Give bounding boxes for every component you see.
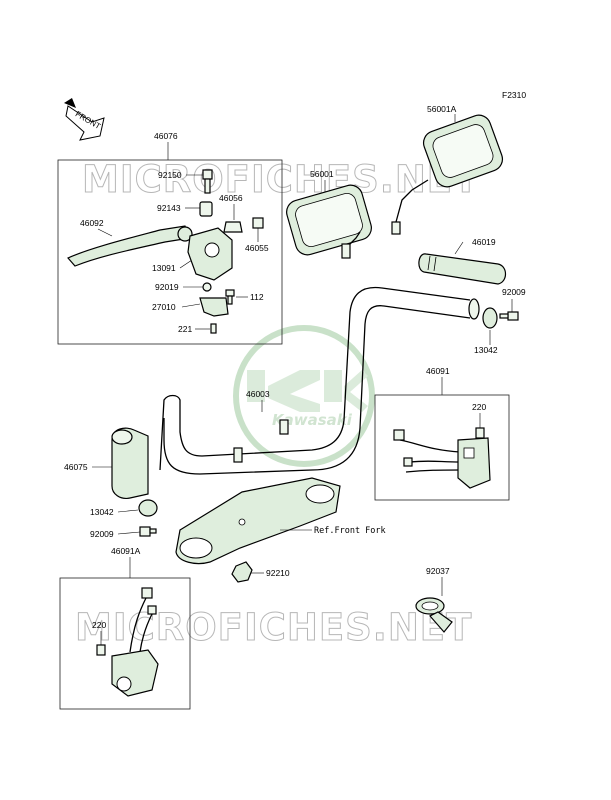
- label-13091: 13091: [152, 263, 176, 273]
- label-220-left: 220: [92, 620, 106, 630]
- label-13042-right: 13042: [474, 345, 498, 355]
- label-112: 112: [250, 292, 264, 302]
- screw-221: [210, 323, 217, 334]
- collar-92143: [199, 201, 213, 217]
- label-92150: 92150: [158, 170, 182, 180]
- brake-lever-46092: [67, 225, 191, 267]
- screw-220-left: [96, 644, 106, 656]
- label-221: 221: [178, 324, 192, 334]
- screw-112: [225, 289, 235, 305]
- label-92143: 92143: [157, 203, 181, 213]
- label-ref-front-fork: Ref.Front Fork: [314, 526, 386, 536]
- bolt-92150: [202, 169, 213, 194]
- label-92037: 92037: [426, 566, 450, 576]
- left-switch-box: [59, 577, 191, 710]
- label-46091A: 46091A: [111, 546, 141, 556]
- weight-13042-right: [482, 307, 498, 329]
- nut-92210: [231, 561, 253, 583]
- switch-27010: [199, 297, 229, 317]
- watermark-top: MICROFICHES.NET: [82, 158, 479, 201]
- label-92210: 92210: [266, 568, 290, 578]
- screw-46055: [252, 217, 264, 229]
- figure-code: F2310: [502, 90, 526, 100]
- label-92009-right: 92009: [502, 287, 526, 297]
- screw-92009-left: [139, 526, 157, 537]
- label-46092: 46092: [80, 218, 104, 228]
- watermark-bottom: MICROFICHES.NET: [75, 606, 472, 649]
- kawasaki-logo-watermark: Kawasaki: [233, 325, 375, 467]
- screw-220-right: [475, 427, 485, 439]
- lever-assembly-box: [57, 159, 283, 345]
- grip-46019: [418, 253, 507, 285]
- kawasaki-logo-text: Kawasaki: [272, 411, 353, 429]
- clamp-92037: [415, 597, 453, 633]
- right-switch-46091: [393, 429, 491, 489]
- label-46076: 46076: [154, 131, 178, 141]
- screw-92009-right: [499, 311, 519, 321]
- label-92009-left: 92009: [90, 529, 114, 539]
- label-46003: 46003: [246, 389, 270, 399]
- weight-13042-left: [138, 499, 158, 517]
- mirror-56001A: [391, 114, 504, 235]
- label-220-right: 220: [472, 402, 486, 412]
- label-92019: 92019: [155, 282, 179, 292]
- cap-46056: [223, 221, 243, 233]
- handlebar-46003: [159, 286, 480, 475]
- grip-46075: [111, 427, 149, 499]
- right-switch-box: [374, 394, 510, 501]
- front-arrow-icon: FRONT: [64, 98, 105, 141]
- upper-fork-bracket: [175, 477, 341, 565]
- label-13042-left: 13042: [90, 507, 114, 517]
- label-46055: 46055: [245, 243, 269, 253]
- label-46091: 46091: [426, 366, 450, 376]
- left-switch-46091A: [111, 587, 159, 697]
- label-46056: 46056: [219, 193, 243, 203]
- mirror-56001: [286, 184, 372, 259]
- label-46019: 46019: [472, 237, 496, 247]
- bolt-92019: [202, 282, 212, 292]
- label-56001A: 56001A: [427, 104, 457, 114]
- label-56001: 56001: [310, 169, 334, 179]
- label-27010: 27010: [152, 302, 176, 312]
- label-46075: 46075: [64, 462, 88, 472]
